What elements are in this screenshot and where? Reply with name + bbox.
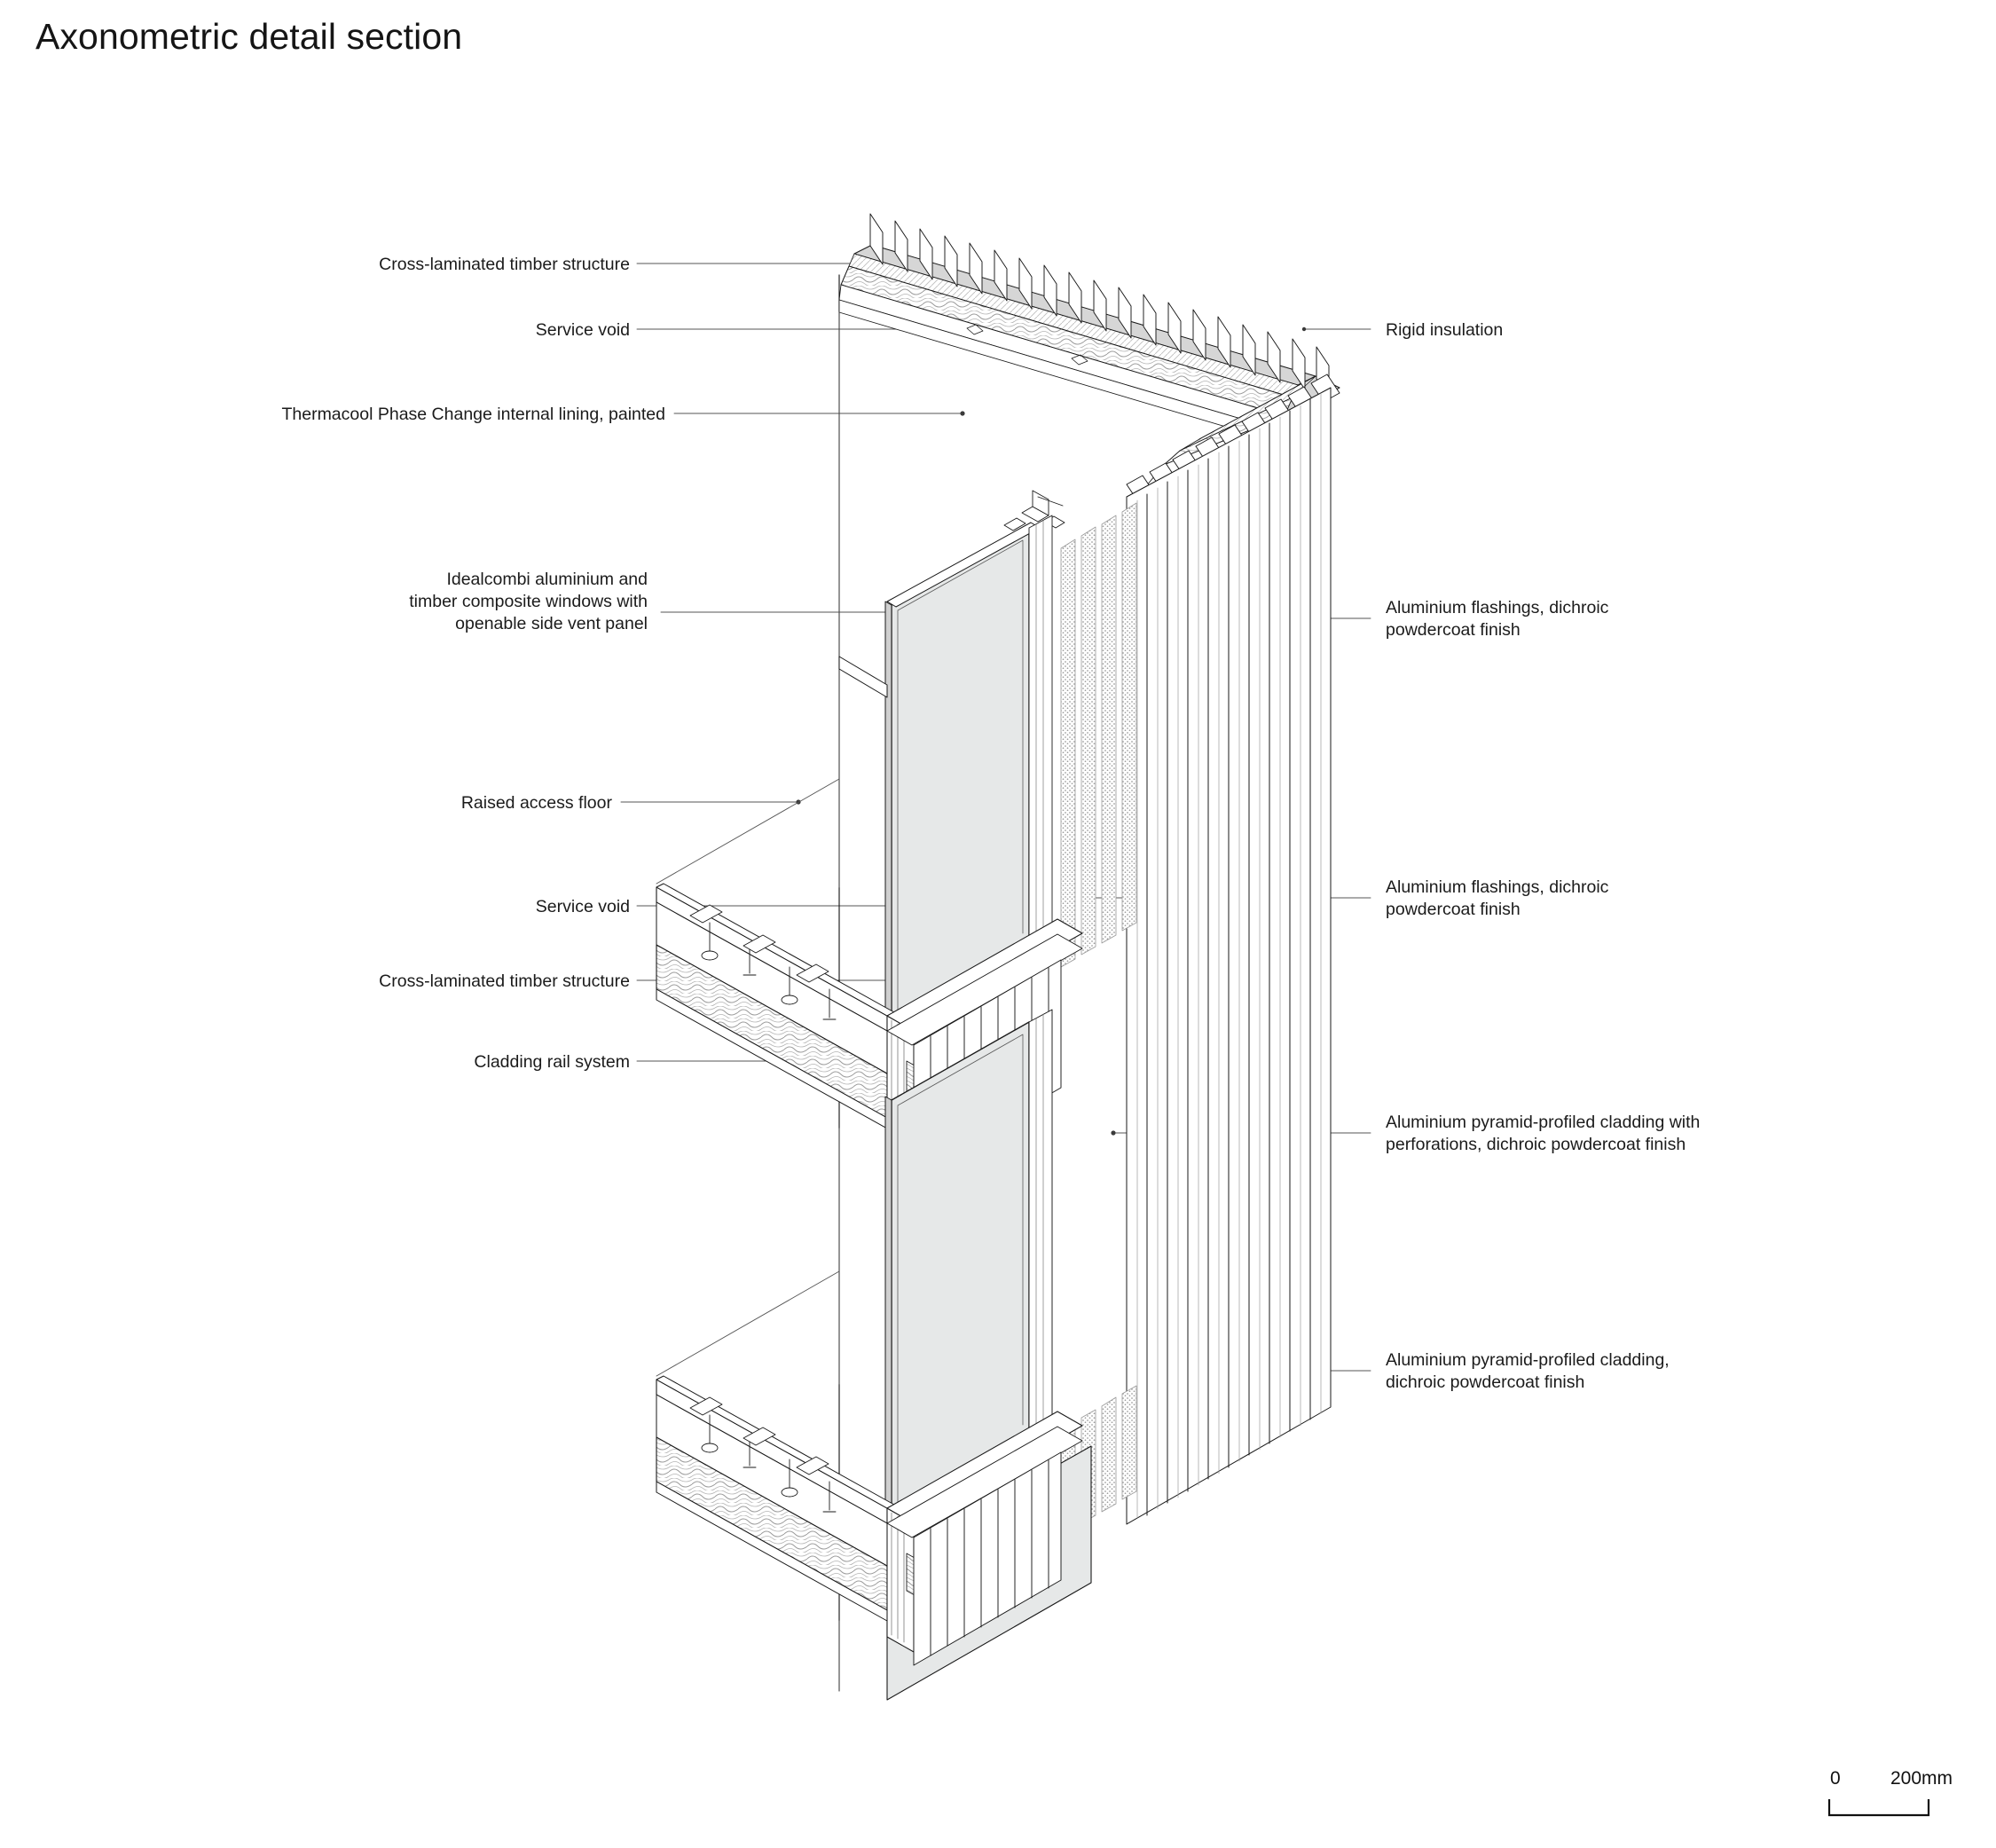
glazing-panel-lower (884, 1009, 1053, 1513)
annotation-flashings-lower: Aluminium flashings, dichroic powdercoat… (1386, 877, 1609, 919)
lower-floor-slab (656, 1375, 895, 1622)
annotation-clt-roof: Cross-laminated timber structure (379, 255, 630, 274)
scale-bar-graphic (1827, 1799, 1930, 1817)
annotation-raised-access-floor: Raised access floor (460, 793, 612, 813)
scale-bar-start-label: 0 (1830, 1768, 1841, 1789)
annotation-service-void-mid: Service void (535, 897, 630, 916)
annotation-cladding-plain: Aluminium pyramid-profiled cladding, dic… (1386, 1350, 1670, 1392)
annotation-cladding-perforated: Aluminium pyramid-profiled cladding with… (1386, 1113, 1701, 1154)
spandrel-fins-lower (913, 1451, 1062, 1666)
glazing-panel-upper (884, 522, 1041, 1020)
sill-returns (838, 656, 888, 698)
pyramid-cladding-fins-roof (869, 213, 1330, 398)
window-mullion-upper (1028, 515, 1053, 940)
perforated-cladding-upper (1060, 502, 1137, 968)
roof-slab-assembly (838, 244, 1316, 444)
mid-floor-slab (656, 883, 895, 1129)
annotation-rigid-insulation: Rigid insulation (1386, 320, 1504, 340)
annotation-flashings-upper: Aluminium flashings, dichroic powdercoat… (1386, 598, 1609, 640)
annotation-windows: Idealcombi aluminium and timber composit… (409, 570, 648, 633)
construction-lines (656, 311, 840, 1692)
pyramid-cladding-vertical-fins (1126, 387, 1332, 1525)
annotation-thermacool-lining: Thermacool Phase Change internal lining,… (281, 405, 665, 424)
annotation-clt-floor: Cross-laminated timber structure (379, 971, 630, 991)
annotation-service-void-top: Service void (535, 320, 630, 340)
annotation-cladding-rail: Cladding rail system (474, 1052, 630, 1072)
scale-bar-end-label: 200mm (1890, 1768, 1953, 1789)
leader-lines-left (620, 263, 1065, 1062)
page-title: Axonometric detail section (35, 16, 463, 57)
